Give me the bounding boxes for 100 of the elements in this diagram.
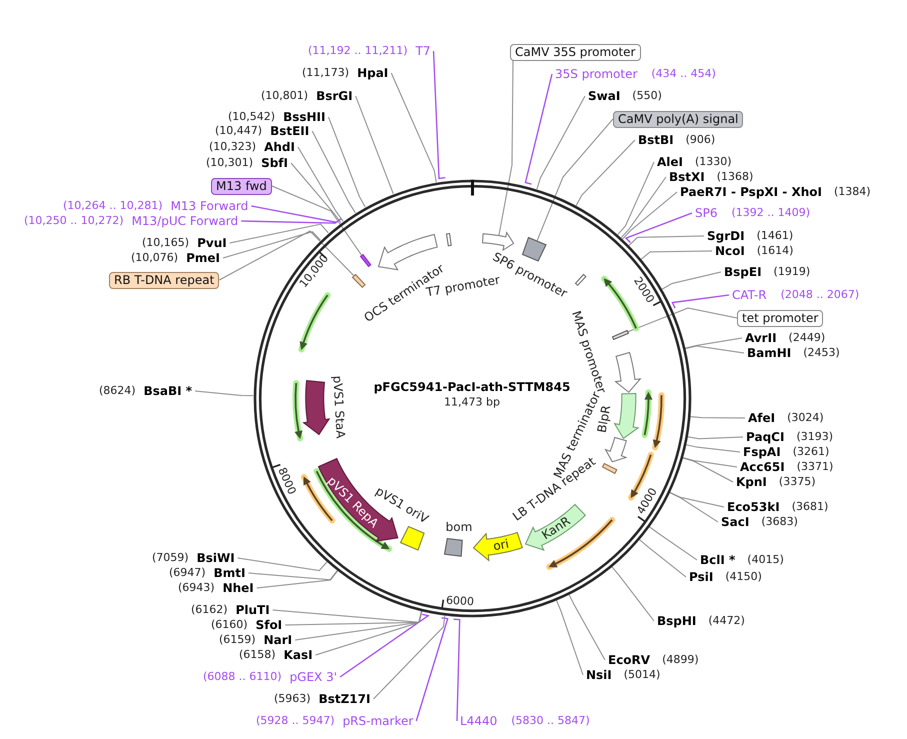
enzyme-name: BmtI [214,566,246,580]
enzyme-site-position: (5963) [274,692,311,706]
tick-label: 8000 [274,465,298,496]
leader-line [556,599,584,676]
enzyme-name: BstZ17I [318,692,370,706]
feature-tag: tet promoter [737,310,824,326]
leader-line [271,186,362,256]
feature-tag: CaMV poly(A) signal [613,110,744,128]
enzyme-site-position: (6158) [239,648,276,662]
enzyme-name: KasI [284,648,313,662]
enzyme-name: FspAI [743,445,781,459]
enzyme-name: AhdI [264,140,295,154]
leader-line [611,566,654,622]
enzyme-site-position: (4472) [708,614,745,628]
leader-line [628,236,704,246]
primer-site-position: (6088 .. 6110) [203,670,282,684]
leader-line [624,212,692,243]
enzyme-name: BstEII [270,124,310,138]
enzyme-site-position: (2449) [788,331,826,345]
enzyme-name: SwaI [588,89,620,103]
leader-line [218,230,354,280]
leader-line [576,140,636,206]
leader-line [222,231,321,258]
enzyme-name: BstXI [669,170,705,184]
enzyme-site-position: (3371) [796,460,834,474]
enzyme-site-position: (8624) [99,384,136,398]
leader-line [284,610,422,626]
leader-line [256,570,338,588]
leader-line [194,390,254,396]
primer-name: 35S promoter [555,67,638,81]
leader-line [251,205,342,223]
enzyme-site-position: (7059) [152,551,189,565]
enzyme-site-position: (1614) [756,244,794,258]
leader-line [668,492,718,522]
feature-tag: RB T-DNA repeat [109,272,220,288]
leader-line [498,60,514,236]
enzyme-site-position: (906) [686,133,716,147]
enzyme-name: AvrII [745,331,777,345]
enzyme-name: PvuI [197,236,227,250]
leader-line [524,74,553,185]
enzyme-site-position: (3683) [761,515,798,529]
enzyme-name: NcoI [715,244,745,258]
enzyme-site-position: (11,173) [302,66,350,80]
leader-line [638,538,686,578]
enzyme-site-position: (6947) [169,566,206,580]
primer-site-position: (5928 .. 5947) [256,714,335,728]
leader-line [372,614,446,700]
leader-line [536,96,586,190]
enzyme-name: BsaBI * [144,384,192,398]
leader-line [416,617,449,722]
leader-line [237,558,328,572]
enzyme-site-position: (10,076) [131,251,178,265]
enzyme-name: KpnI [736,475,767,489]
enzyme-site-position: (3681) [792,500,828,514]
leader-line [640,250,712,260]
leader-line [229,224,329,244]
enzyme-name: PluTI [236,603,270,617]
enzyme-name: SfoI [256,618,282,632]
enzyme-site-position: (1330) [695,155,732,169]
enzyme-name: NheI [222,581,254,595]
enzyme-site-position: (6162) [191,603,228,617]
leader-line [671,294,730,308]
enzyme-site-position: (1384) [834,185,871,199]
feature-tag: M13 fwd [211,178,272,194]
enzyme-site-position: (6943) [178,581,215,595]
leader-line [617,162,654,236]
leader-line [669,492,724,508]
plasmid-name: pFGC5941-PacI-ath-STTM845 [374,380,570,394]
enzyme-name: AleI [657,155,684,169]
enzyme-site-position: (1919) [774,265,810,279]
leader-line [536,118,614,241]
primer-name: pRS-marker [342,714,414,728]
enzyme-name: BstBI [638,133,674,147]
enzyme-name: PmeI [186,251,220,265]
enzyme-site-position: (2453) [803,346,840,360]
primer-site-position: (11,192 .. 11,211) [308,44,408,58]
feature-tag: CaMV 35S promoter [510,44,640,60]
leader-line [328,116,366,208]
enzyme-site-position: (1368) [716,170,754,184]
leader-line [685,444,740,452]
primer-name: CAT-R [732,288,767,302]
leader-line [622,192,678,240]
leader-line [312,130,356,214]
enzyme-name: BsiWI [196,551,235,565]
feature-label: bom [446,520,472,534]
enzyme-name: BsrGI [316,89,353,103]
enzyme-name: SgrDI [707,229,745,243]
primer-name: pGEX 3' [290,670,338,684]
enzyme-name: AfeI [748,411,776,425]
leader-line [682,457,734,482]
enzyme-site-position: (4150) [725,570,762,584]
feature-label: BlpR [594,404,614,434]
leader-line [690,416,746,418]
enzyme-site-position: (3024) [787,411,824,425]
leader-line [682,456,738,468]
leader-line [248,570,338,580]
enzyme-name: SbfI [261,156,288,170]
primer-site-position: (10,264 .. 10,281) [63,199,163,213]
enzyme-site-position: (10,542) [228,110,276,124]
enzyme-name: BspHI [657,614,696,628]
